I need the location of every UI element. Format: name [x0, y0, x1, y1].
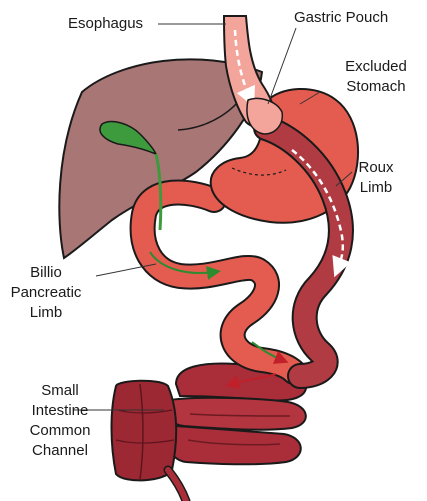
- label-excluded-stomach-1: Excluded: [345, 58, 407, 76]
- label-bp-3: Limb: [30, 304, 63, 322]
- label-bp-2: Pancreatic: [11, 284, 82, 302]
- label-si-1: Small: [41, 382, 79, 400]
- label-gastric-pouch: Gastric Pouch: [294, 9, 388, 27]
- label-bp-1: Billio: [30, 264, 62, 282]
- label-roux-2: Limb: [360, 179, 393, 197]
- label-si-3: Common: [30, 422, 91, 440]
- label-esophagus: Esophagus: [68, 15, 143, 33]
- common-channel: [112, 364, 307, 501]
- label-excluded-stomach-2: Stomach: [346, 78, 405, 96]
- label-si-2: Intestine: [32, 402, 89, 420]
- label-si-4: Channel: [32, 442, 88, 460]
- label-roux-1: Roux: [358, 159, 393, 177]
